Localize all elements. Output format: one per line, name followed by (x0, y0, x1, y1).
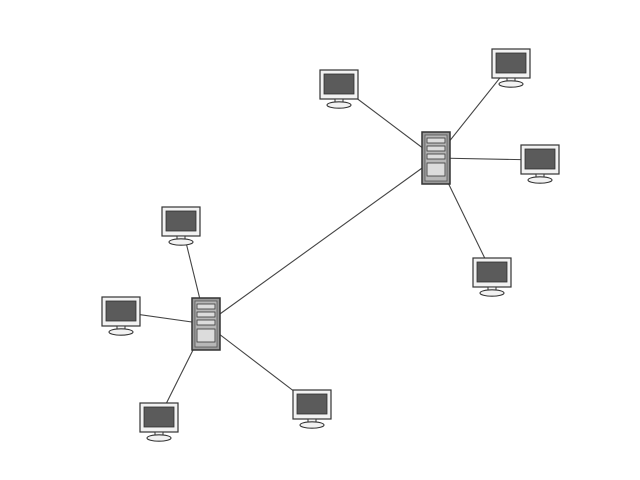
nodes-layer (101, 48, 560, 442)
link-server-a-server-b (205, 157, 437, 325)
server-icon (421, 131, 451, 185)
monitor-icon (139, 402, 179, 442)
monitor-icon (101, 296, 141, 336)
monitor-icon (491, 48, 531, 88)
monitor-icon (161, 206, 201, 246)
monitor-icon (472, 257, 512, 297)
monitor-icon (292, 389, 332, 429)
server-icon (191, 297, 221, 351)
monitor-icon (520, 144, 560, 184)
monitor-icon (319, 69, 359, 109)
